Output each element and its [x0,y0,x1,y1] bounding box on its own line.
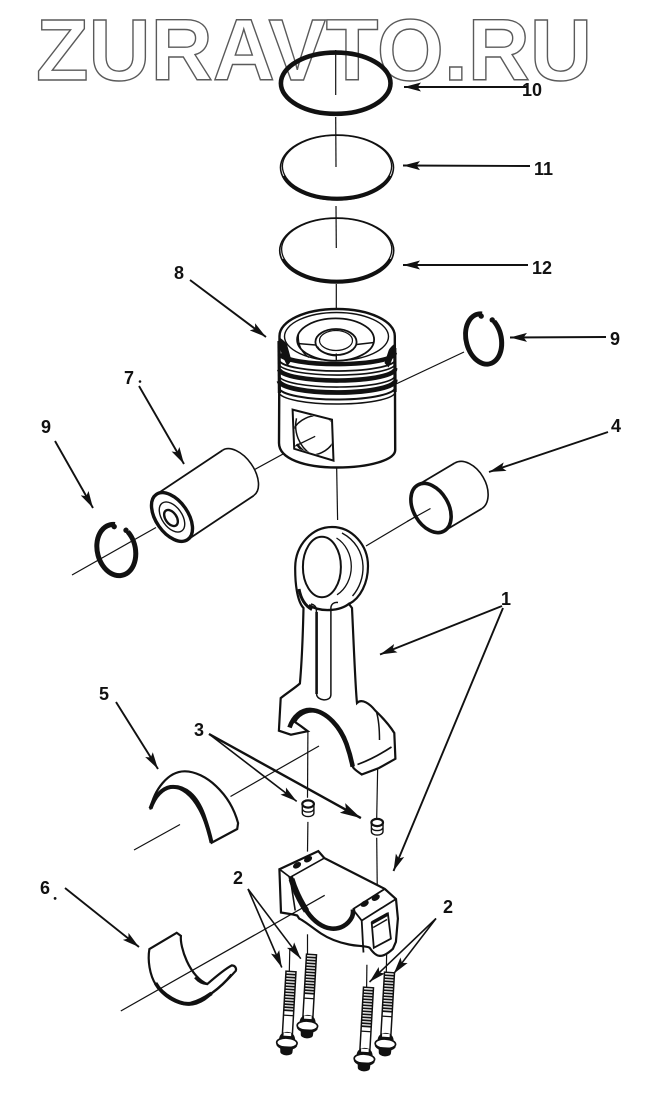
svg-text:5: 5 [99,684,109,704]
svg-text:7: 7 [124,368,134,388]
svg-text:2: 2 [443,897,453,917]
svg-text:1: 1 [501,589,511,609]
svg-text:11: 11 [534,159,553,179]
svg-text:12: 12 [532,258,552,278]
svg-text:ZURAVTO.RU: ZURAVTO.RU [36,2,592,99]
svg-text:3: 3 [194,720,204,740]
svg-text:8: 8 [174,263,184,283]
svg-text:9: 9 [610,329,620,349]
svg-text:6: 6 [40,878,50,898]
svg-text:4: 4 [611,416,621,436]
svg-text:2: 2 [233,868,243,888]
svg-text:10: 10 [522,80,542,100]
svg-text:9: 9 [41,417,51,437]
